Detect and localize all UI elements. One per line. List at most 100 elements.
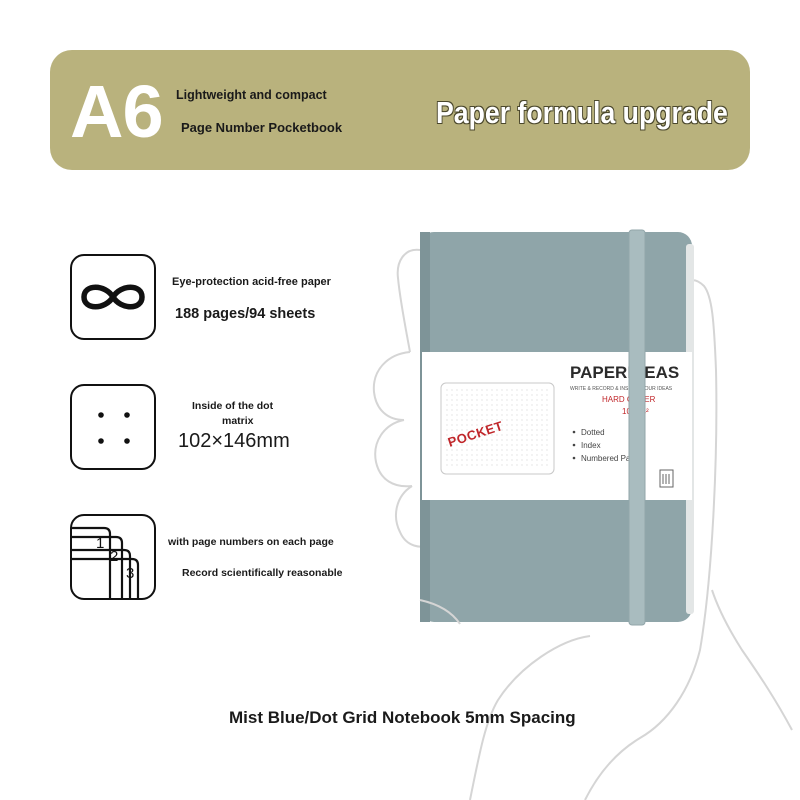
top-banner	[50, 50, 750, 170]
grid-dot	[451, 459, 453, 461]
grid-dot	[536, 444, 538, 446]
grid-dot	[456, 439, 458, 441]
grid-dot	[446, 454, 448, 456]
grid-dot	[471, 454, 473, 456]
grid-dot	[526, 414, 528, 416]
grid-dot	[501, 429, 503, 431]
grid-dot	[466, 399, 468, 401]
grid-dot	[536, 409, 538, 411]
grid-dot	[536, 429, 538, 431]
feature-dots-size: 102×146mm	[178, 430, 290, 452]
grid-dot	[506, 444, 508, 446]
grid-dot	[461, 434, 463, 436]
grid-dot	[536, 434, 538, 436]
grid-dot	[491, 434, 493, 436]
grid-dot	[461, 414, 463, 416]
grid-dot	[471, 394, 473, 396]
grid-dot	[491, 444, 493, 446]
grid-dot	[501, 439, 503, 441]
grid-dot	[466, 394, 468, 396]
grid-dot	[546, 444, 548, 446]
grid-dot	[511, 419, 513, 421]
grid-dot	[496, 439, 498, 441]
grid-dot	[546, 414, 548, 416]
grid-dot	[526, 429, 528, 431]
grid-dot	[456, 449, 458, 451]
grid-dot	[541, 434, 543, 436]
grid-dot	[456, 424, 458, 426]
grid-dot	[521, 449, 523, 451]
grid-dot	[461, 454, 463, 456]
grid-dot	[456, 434, 458, 436]
grid-dot	[491, 424, 493, 426]
grid-dot	[456, 459, 458, 461]
grid-dot	[446, 394, 448, 396]
grid-dot	[466, 424, 468, 426]
grid-dot	[486, 404, 488, 406]
grid-dot	[476, 399, 478, 401]
grid-dot	[461, 394, 463, 396]
grid-dot	[536, 414, 538, 416]
grid-dot	[496, 459, 498, 461]
grid-dot	[506, 419, 508, 421]
grid-dot	[471, 389, 473, 391]
grid-dot	[481, 389, 483, 391]
grid-dot	[521, 439, 523, 441]
grid-dot	[526, 419, 528, 421]
grid-dot	[491, 389, 493, 391]
grid-dot	[466, 414, 468, 416]
grid-dot	[486, 414, 488, 416]
grid-dot	[516, 429, 518, 431]
grid-dot	[461, 404, 463, 406]
grid-dot	[521, 464, 523, 466]
grid-dot	[526, 404, 528, 406]
grid-dot	[491, 419, 493, 421]
grid-dot	[496, 454, 498, 456]
grid-dot	[481, 464, 483, 466]
page-digit-3: 3	[126, 565, 134, 582]
grid-dot	[531, 434, 533, 436]
mini-page	[440, 382, 555, 475]
grid-dot	[476, 409, 478, 411]
grid-dot	[511, 394, 513, 396]
grid-dot	[491, 404, 493, 406]
grid-dot	[536, 419, 538, 421]
grid-dot	[511, 399, 513, 401]
grid-dot	[476, 414, 478, 416]
brand-logo-icon	[659, 469, 674, 488]
grid-dot	[526, 464, 528, 466]
grid-dot	[506, 414, 508, 416]
grid-dot	[486, 394, 488, 396]
grid-dot	[466, 389, 468, 391]
grid-dot	[481, 449, 483, 451]
grid-dot	[476, 439, 478, 441]
grid-dot	[541, 454, 543, 456]
grid-dot	[446, 409, 448, 411]
grid-dot	[466, 459, 468, 461]
grid-dot	[476, 429, 478, 431]
grid-dot	[451, 409, 453, 411]
grid-dot	[501, 409, 503, 411]
grid-dot	[516, 414, 518, 416]
grid-dot	[491, 449, 493, 451]
grid-dot	[511, 444, 513, 446]
grid-dot	[466, 429, 468, 431]
grid-dot	[511, 439, 513, 441]
grid-dot	[516, 394, 518, 396]
grid-dot	[516, 434, 518, 436]
banner-subtitle-2: Page Number Pocketbook	[181, 120, 343, 135]
grid-dot	[496, 449, 498, 451]
grid-dot	[516, 459, 518, 461]
notebook: POCKET PAPERIDEAS WRITE & RECORD & INSPI…	[420, 229, 694, 626]
grid-dot	[476, 434, 478, 436]
grid-dot	[516, 389, 518, 391]
grid-dot	[506, 454, 508, 456]
feature-pages-line1: with page numbers on each page	[168, 536, 334, 548]
grid-dot	[516, 444, 518, 446]
feature-dots-line1b: matrix	[222, 415, 254, 427]
grid-dot	[541, 419, 543, 421]
grid-dot	[471, 444, 473, 446]
hand-outline	[372, 248, 793, 800]
grid-dot	[471, 419, 473, 421]
grid-dot	[541, 414, 543, 416]
